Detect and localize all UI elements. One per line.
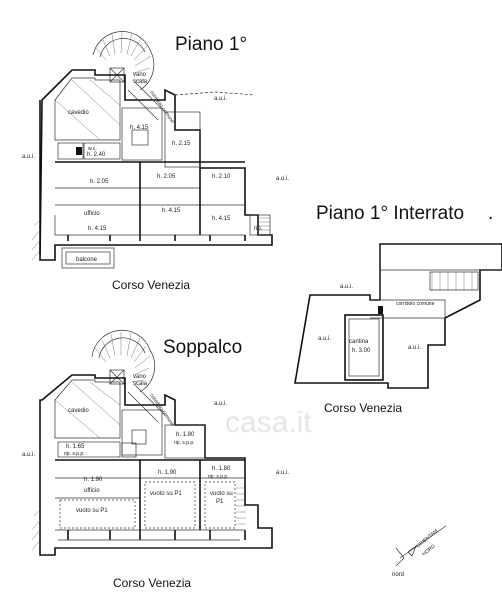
p1-label: P1 [216, 499, 224, 505]
vuoto-p1-label-2: vuoto su P1 [150, 491, 182, 497]
height-165: h. 1.65 [66, 444, 85, 450]
aui-label-3: a.u.i. [276, 176, 289, 182]
soppalco-ufficio: ufficio [84, 488, 100, 494]
plan-piano-1: vano scala cavedio corridoio comune a.u.… [22, 31, 289, 269]
soppalco-vano-scala-1: vano [133, 374, 147, 380]
street-label-piano-1: Corso Venezia [112, 278, 190, 292]
height-215: h. 2.15 [172, 141, 191, 147]
plan-soppalco: vano scala cavedio corridoio comune a.u.… [22, 329, 289, 556]
soppalco-aui-3: a.u.i. [276, 470, 289, 476]
height-300: h. 3.00 [352, 348, 371, 354]
interrato-aui-2: a.u.i. [318, 336, 331, 342]
vano-scala-line-2: scala [133, 79, 148, 85]
title-piano-1: Piano 1° [175, 34, 247, 55]
height-205-b: h. 2.05 [157, 174, 176, 180]
ufficio-label: ufficio [84, 211, 100, 217]
interrato-aui-1: a.u.i. [340, 284, 353, 290]
north-compass: ORIENTAM. NORD nord [392, 525, 447, 578]
balcone-label: balcone [76, 257, 98, 263]
watermark: casa.it [225, 406, 312, 439]
height-190-b: h. 1.90 [158, 470, 177, 476]
soppalco-aui-1: a.u.i. [214, 401, 227, 407]
title-soppalco: Soppalco [163, 337, 242, 358]
interrato-corridoio: corridoio comune [396, 301, 435, 307]
plan-interrato: a.u.i. a.u.i. a.u.i. corridoio comune ca… [294, 243, 502, 389]
title-interrato-dot: . [488, 203, 493, 224]
street-label-soppalco: Corso Venezia [113, 576, 191, 590]
compass-label-1: ORIENTAM. [415, 527, 440, 549]
height-180: h. 1.80 [176, 432, 195, 438]
aui-label-2: a.u.i. [22, 154, 35, 160]
height-415-b: h. 4.15 [88, 226, 107, 232]
height-180-b: h. 1.80 [212, 466, 231, 472]
cavedio-label: cavedio [68, 110, 89, 116]
cantina-label: cantina [349, 339, 369, 345]
street-label-interrato: Corso Venezia [324, 401, 402, 415]
wc-label: w.c. [88, 146, 97, 152]
rip-spp-label-1: rip. s.p.p. [64, 451, 85, 457]
vano-scala-line-1: vano [133, 72, 147, 78]
vuoto-p1-label-1: vuoto su P1 [76, 508, 108, 514]
nord-label: nord [392, 572, 404, 578]
vuoto-su-label: vuoto su [210, 491, 233, 497]
height-190-a: h. 1.90 [84, 477, 103, 483]
height-415-d: h. 4.15 [212, 216, 231, 222]
height-205-a: h. 2.05 [90, 179, 109, 185]
soppalco-cavedio: cavedio [68, 408, 89, 414]
height-210: h. 2.10 [212, 174, 231, 180]
title-interrato: Piano 1° Interrato [316, 203, 464, 224]
soppalco-aui-2: a.u.i. [22, 452, 35, 458]
height-240: h. 2.40 [87, 152, 106, 158]
height-415-c: h. 4.15 [162, 208, 181, 214]
interrato-aui-3: a.u.i. [408, 345, 421, 351]
rip-label: rip. [254, 226, 263, 232]
rip-spp-label-2: rip. s.p.p. [174, 440, 195, 446]
soppalco-vano-scala-2: scala [133, 381, 148, 387]
aui-label-1: a.u.i. [214, 96, 227, 102]
rip-spp-label-3: rip. s.p.p. [208, 474, 229, 480]
height-415-a: h. 4.15 [130, 125, 149, 131]
